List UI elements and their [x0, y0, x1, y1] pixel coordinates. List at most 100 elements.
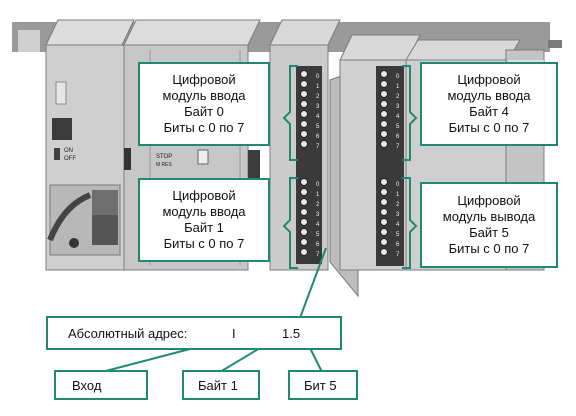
terminal-label: 2: [396, 94, 400, 100]
terminal-screw: [380, 140, 388, 148]
terminal-screw: [380, 80, 388, 88]
callout-line: Байт 1: [184, 220, 224, 235]
legend-input: Вход: [54, 370, 148, 400]
terminal-label: 0: [396, 182, 400, 188]
terminal-screws: [300, 70, 388, 256]
terminal-label: 0: [396, 74, 400, 80]
terminal-screw: [300, 140, 308, 148]
callout-input-byte1: Цифровой модуль ввода Байт 1 Биты с 0 по…: [138, 178, 270, 262]
terminal-screw: [380, 228, 388, 236]
terminal-label: 3: [396, 212, 400, 218]
terminal-screw: [300, 120, 308, 128]
terminal-screw: [300, 248, 308, 256]
callout-line: модуль вывода: [442, 209, 536, 224]
brace-byte4: [402, 65, 418, 161]
terminal-screw: [380, 178, 388, 186]
terminal-screw: [380, 218, 388, 226]
terminal-labels-right-upper: 0 1 2 3 4 5 6 7: [396, 74, 400, 150]
callout-input-byte4: Цифровой модуль ввода Байт 4 Биты с 0 по…: [420, 62, 558, 146]
callout-line: Цифровой: [457, 193, 521, 208]
terminal-label: 6: [316, 134, 320, 140]
terminal-screw: [380, 70, 388, 78]
terminal-label: 5: [396, 124, 400, 130]
terminal-screw: [300, 80, 308, 88]
power-supply-module: ON OFF: [45, 19, 135, 271]
on-switch-label: ON: [64, 148, 73, 154]
legend-input-label: Вход: [72, 377, 102, 393]
terminal-screw: [380, 130, 388, 138]
terminal-screw: [300, 130, 308, 138]
callout-line: Биты с 0 по 7: [163, 120, 245, 135]
terminal-screw: [380, 110, 388, 118]
callout-line: Цифровой: [172, 188, 236, 203]
terminal-label: 1: [396, 84, 400, 90]
callout-line: модуль ввода: [447, 88, 531, 103]
terminal-label: 0: [316, 74, 320, 80]
callout-output-byte5: Цифровой модуль вывода Байт 5 Биты с 0 п…: [420, 182, 558, 268]
legend-byte: Байт 1: [182, 370, 260, 400]
absolute-address-box: Абсолютный адрес: I 1.5: [46, 316, 342, 350]
terminal-label: 5: [396, 232, 400, 238]
terminal-label: 1: [396, 192, 400, 198]
terminal-label: 6: [316, 242, 320, 248]
terminal-label: 3: [316, 212, 320, 218]
terminal-screw: [380, 100, 388, 108]
terminal-screw: [380, 120, 388, 128]
terminal-label: 7: [316, 252, 320, 258]
callout-line: Биты с 0 по 7: [448, 120, 530, 135]
terminal-label: 6: [396, 242, 400, 248]
terminal-screw: [300, 238, 308, 246]
terminal-label: 3: [316, 104, 320, 110]
legend-bit: Бит 5: [288, 370, 358, 400]
callout-line: модуль ввода: [162, 88, 246, 103]
brace-byte5: [402, 177, 418, 269]
terminal-label: 5: [316, 124, 320, 130]
terminal-screw: [300, 90, 308, 98]
terminal-screw: [380, 90, 388, 98]
terminal-label: 5: [316, 232, 320, 238]
terminal-label: 1: [316, 192, 320, 198]
terminal-label: 4: [396, 114, 400, 120]
brace-byte0: [282, 65, 298, 161]
terminal-screw: [300, 218, 308, 226]
left-rail-slot: [18, 30, 40, 52]
terminal-screw: [380, 208, 388, 216]
callout-line: Цифровой: [457, 72, 521, 87]
terminal-screw: [300, 228, 308, 236]
brace-byte1: [282, 177, 298, 269]
legend-byte-label: Байт 1: [198, 377, 238, 393]
terminal-screw: [380, 238, 388, 246]
callout-line: Байт 4: [469, 104, 509, 119]
terminal-label: 0: [316, 182, 320, 188]
terminal-screw: [300, 100, 308, 108]
mres-label: M RES: [156, 162, 173, 168]
terminal-labels-left-lower: 0 1 2 3 4 5 6 7: [316, 182, 320, 258]
address-label: Абсолютный адрес:: [68, 325, 188, 341]
terminal-label: 2: [316, 202, 320, 208]
terminal-screw: [300, 188, 308, 196]
off-switch-label: OFF: [64, 156, 76, 162]
terminal-screw: [300, 110, 308, 118]
terminal-label: 2: [396, 202, 400, 208]
callout-line: модуль ввода: [162, 204, 246, 219]
callout-line: Байт 0: [184, 104, 224, 119]
terminal-label: 4: [396, 222, 400, 228]
terminal-screw: [300, 208, 308, 216]
terminal-screw: [380, 198, 388, 206]
callout-input-byte0: Цифровой модуль ввода Байт 0 Биты с 0 по…: [138, 62, 270, 146]
terminal-label: 4: [316, 114, 320, 120]
callout-line: Биты с 0 по 7: [163, 236, 245, 251]
legend-bit-label: Бит 5: [304, 377, 337, 393]
terminal-label: 7: [396, 144, 400, 150]
terminal-label: 7: [316, 144, 320, 150]
terminal-label: 3: [396, 104, 400, 110]
address-type: I: [232, 325, 236, 341]
right-rail-slot: [548, 40, 562, 48]
terminal-labels-left-upper: 0 1 2 3 4 5 6 7: [316, 74, 320, 150]
callout-line: Биты с 0 по 7: [448, 241, 530, 256]
terminal-label: 6: [396, 134, 400, 140]
terminal-label: 4: [316, 222, 320, 228]
terminal-label: 2: [316, 94, 320, 100]
terminal-screw: [300, 198, 308, 206]
address-value: 1.5: [282, 325, 301, 341]
